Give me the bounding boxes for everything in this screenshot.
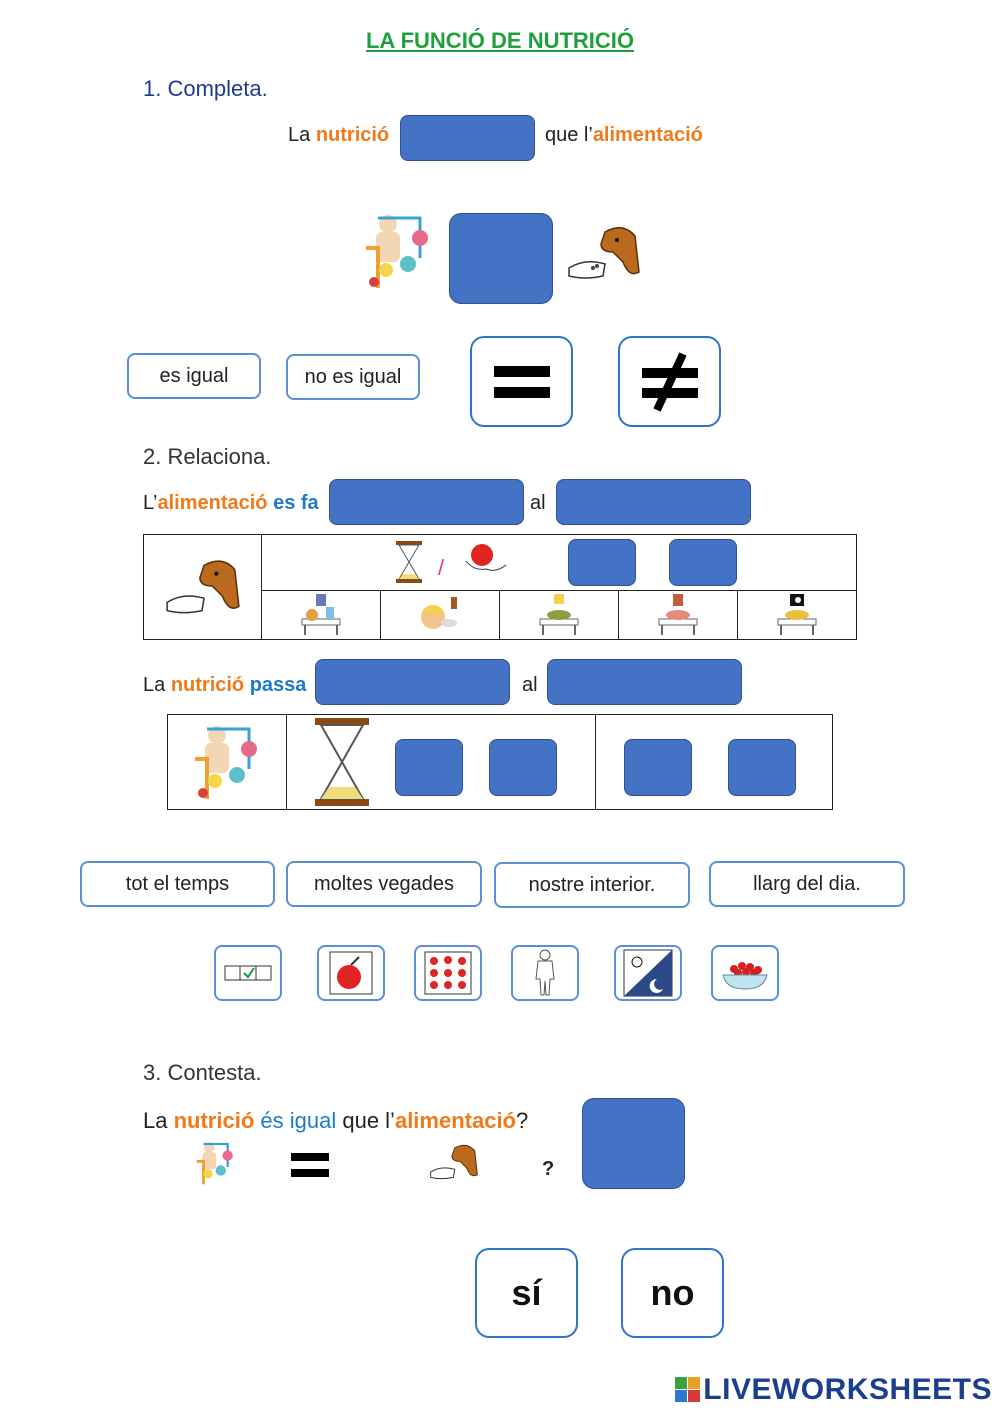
not-equals-icon (641, 351, 698, 412)
hourglass-icon (315, 718, 369, 806)
s3-question-mark: ? (516, 1108, 529, 1133)
s1-word-la: La (288, 124, 316, 146)
s2-word-nutricio: nutrició (170, 674, 245, 696)
liveworksheets-logo: LIVEWORKSHEETS (675, 1373, 992, 1407)
dog-eating-icon (428, 1140, 480, 1184)
meal-afternoon-cell (618, 590, 738, 640)
s1-word-nutricio: nutrició (315, 124, 390, 146)
s2-line2-text: La nutrició passa (143, 674, 306, 697)
day-night-icon (623, 949, 673, 997)
s3-symbol-question-mark: ? (542, 1158, 555, 1180)
s3-word-alimentacio: alimentació (394, 1108, 516, 1133)
lunch-table-icon (500, 593, 618, 637)
s3-answer-slot[interactable] (582, 1098, 685, 1189)
body-systems-icon (358, 208, 438, 294)
card-human-body[interactable] (511, 945, 579, 1001)
logo-text: LIVEWORKSHEETS (703, 1373, 992, 1406)
option-llarg-del-dia[interactable]: llarg del dia. (709, 861, 905, 907)
s1-answer-slot[interactable] (400, 115, 535, 161)
nutricio-table (167, 714, 833, 810)
card-bowl-of-fruit[interactable] (711, 945, 779, 1001)
equals-icon (291, 1153, 329, 1177)
s2-word-al-1: al (530, 492, 546, 514)
meal-breakfast-cell (261, 590, 381, 640)
card-checklist[interactable] (214, 945, 282, 1001)
breakfast-table-icon (262, 593, 380, 637)
checklist-icon (224, 965, 272, 981)
s2-line2-slot2[interactable] (547, 659, 742, 705)
s1-sentence-start: La nutrició (288, 124, 389, 147)
section3-heading: 3. Contesta. (143, 1060, 262, 1085)
option-no[interactable]: no (621, 1248, 724, 1338)
s2-word-alimentacio: alimentació (157, 492, 268, 514)
section2-heading: 2. Relaciona. (143, 444, 272, 469)
body-systems-icon (190, 1138, 240, 1188)
card-many-dots[interactable] (414, 945, 482, 1001)
s1-word-alimentacio: alimentació (592, 124, 703, 146)
human-body-icon (535, 949, 555, 996)
equals-symbol-card[interactable] (470, 336, 573, 427)
table2-slot1[interactable] (395, 739, 463, 796)
alimentacio-table: / (143, 534, 857, 640)
body-systems-icon (168, 717, 286, 807)
option-moltes-vegades[interactable]: moltes vegades (286, 861, 482, 907)
bowl-of-fruit-icon (722, 962, 768, 990)
table2-slot4[interactable] (728, 739, 796, 796)
table2-right-cell (595, 714, 833, 810)
card-apple[interactable] (317, 945, 385, 1001)
table2-body-cell (167, 714, 287, 810)
table1-slot1[interactable] (568, 539, 636, 586)
meal-dinner-cell (737, 590, 857, 640)
s3-word-nutricio: nutrició (173, 1108, 255, 1133)
s1-sentence-end: que l’alimentació (545, 124, 703, 147)
meal-snack-cell (380, 590, 500, 640)
many-dots-icon (424, 951, 472, 995)
dinner-table-icon (738, 593, 856, 637)
table2-slot3[interactable] (624, 739, 692, 796)
option-nostre-interior[interactable]: nostre interior. (494, 862, 690, 908)
table2-middle-cell (286, 714, 596, 810)
s2-line1-slot2[interactable] (556, 479, 751, 525)
s3-word-la: La (143, 1108, 174, 1133)
table1-dog-cell (143, 534, 262, 640)
s2-word-es-fa: es fa (273, 492, 319, 514)
s3-question: La nutrició és igual que l’alimentació? (143, 1108, 528, 1134)
table1-top-cell: / (261, 534, 857, 591)
hands-apple-icon (465, 544, 507, 571)
table2-slot2[interactable] (489, 739, 557, 796)
s2-line2-slot1[interactable] (315, 659, 510, 705)
apple-icon (329, 951, 373, 995)
slash-separator: / (438, 555, 445, 580)
s2-word-la: La (143, 674, 171, 696)
s1-symbol-slot[interactable] (449, 213, 553, 304)
option-si[interactable]: sí (475, 1248, 578, 1338)
section1-heading: 1. Completa. (143, 76, 268, 101)
dog-eating-icon (565, 222, 643, 284)
option-tot-el-temps[interactable]: tot el temps (80, 861, 275, 907)
s2-word-al-2: al (522, 674, 538, 696)
s2-line1-text: L’alimentació es fa (143, 492, 319, 515)
afternoon-table-icon (619, 593, 737, 637)
not-equals-symbol-card[interactable] (618, 336, 721, 427)
option-no-es-igual[interactable]: no es igual (286, 354, 420, 400)
s1-word-que: que l’ (545, 124, 593, 146)
option-es-igual[interactable]: es igual (127, 353, 261, 399)
logo-badge-icon (675, 1377, 701, 1402)
equals-icon (493, 365, 550, 398)
hourglass-icon (396, 541, 422, 583)
s3-word-que: que l’ (336, 1108, 395, 1133)
meal-lunch-cell (499, 590, 619, 640)
s3-word-es-igual: és igual (260, 1108, 337, 1133)
girl-eating-icon (381, 593, 499, 637)
card-day-night[interactable] (614, 945, 682, 1001)
dog-eating-icon (144, 554, 261, 620)
s2-word-passa: passa (249, 674, 307, 696)
table1-slot2[interactable] (669, 539, 737, 586)
s2-word-l: L’ (143, 492, 158, 514)
s2-line1-slot1[interactable] (329, 479, 524, 525)
page-title: LA FUNCIÓ DE NUTRICIÓ (365, 28, 635, 53)
